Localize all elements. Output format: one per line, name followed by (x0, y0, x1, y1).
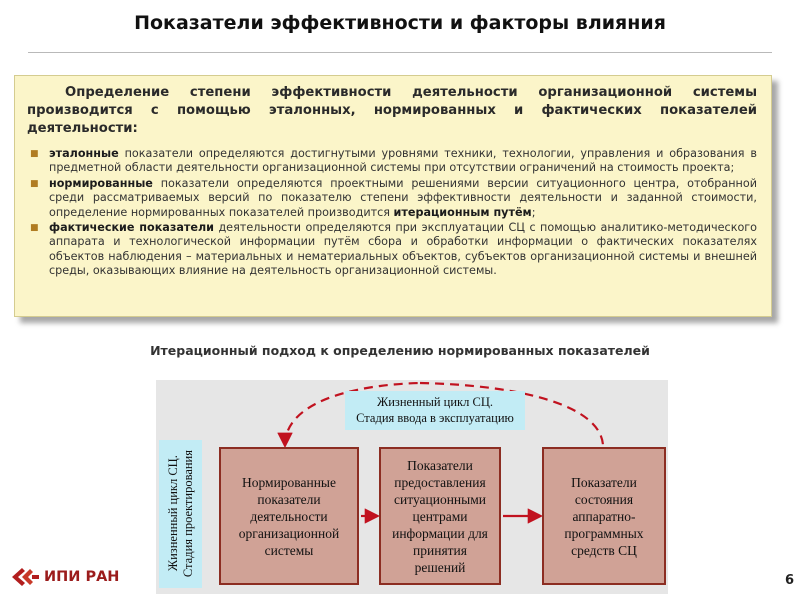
logo-text: ИПИ РАН (44, 569, 120, 585)
bullet-icon: ■ (30, 178, 39, 189)
normalized-indicators-box: Нормированные показатели деятельности ор… (219, 447, 359, 585)
operation-stage-text: Жизненный цикл СЦ. Стадия ввода в эксплу… (356, 395, 514, 425)
indicator-term: нормированные (49, 176, 153, 190)
design-stage-label: Жизненный цикл СЦ. Стадия проектирования (159, 440, 202, 588)
logo: ИПИ РАН (10, 565, 119, 589)
title-divider (28, 52, 772, 53)
box-text: Нормированные показатели деятельности ор… (238, 474, 340, 558)
indicator-text: показатели определяются проектными решен… (49, 176, 757, 219)
box-text: Показатели состояния аппаратно- программ… (564, 474, 644, 558)
page-number: 6 (784, 573, 794, 588)
ipi-ran-emblem-icon (12, 568, 39, 586)
indicator-term: фактические показатели (49, 221, 214, 235)
indicator-item-reference: ■ эталонные показатели определяются дости… (30, 147, 757, 176)
operation-stage-label: Жизненный цикл СЦ. Стадия ввода в эксплу… (345, 391, 525, 430)
bullet-icon: ■ (30, 149, 39, 159)
information-provision-box: Показатели предоставления ситуационными … (379, 447, 501, 585)
box-text: Показатели предоставления ситуационными … (392, 457, 488, 575)
indicator-text: показатели определяются достигнутыми уро… (49, 147, 757, 175)
hardware-software-state-box: Показатели состояния аппаратно- программ… (542, 447, 666, 585)
indicator-text: деятельности определяются при эксплуатац… (49, 221, 758, 278)
indicator-list: ■ эталонные показатели определяются дости… (27, 147, 757, 279)
diagram-title: Итерационный подход к определению нормир… (150, 343, 650, 358)
indicator-term: эталонные (49, 147, 119, 160)
slide-title: Показатели эффективности и факторы влиян… (134, 12, 666, 34)
indicator-item-normalized: ■ нормированные показатели определяются п… (30, 176, 757, 220)
design-stage-text: Жизненный цикл СЦ. Стадия проектирования (165, 450, 195, 578)
indicator-emphasis: итерационным путём (393, 205, 532, 219)
bullet-icon: ■ (30, 223, 39, 234)
definition-panel: Определение степени эффективности деятел… (14, 75, 772, 317)
definition-intro: Определение степени эффективности деятел… (27, 85, 757, 136)
indicator-text-end: ; (531, 205, 536, 219)
indicator-item-actual: ■ фактические показатели деятельности опр… (30, 221, 758, 279)
